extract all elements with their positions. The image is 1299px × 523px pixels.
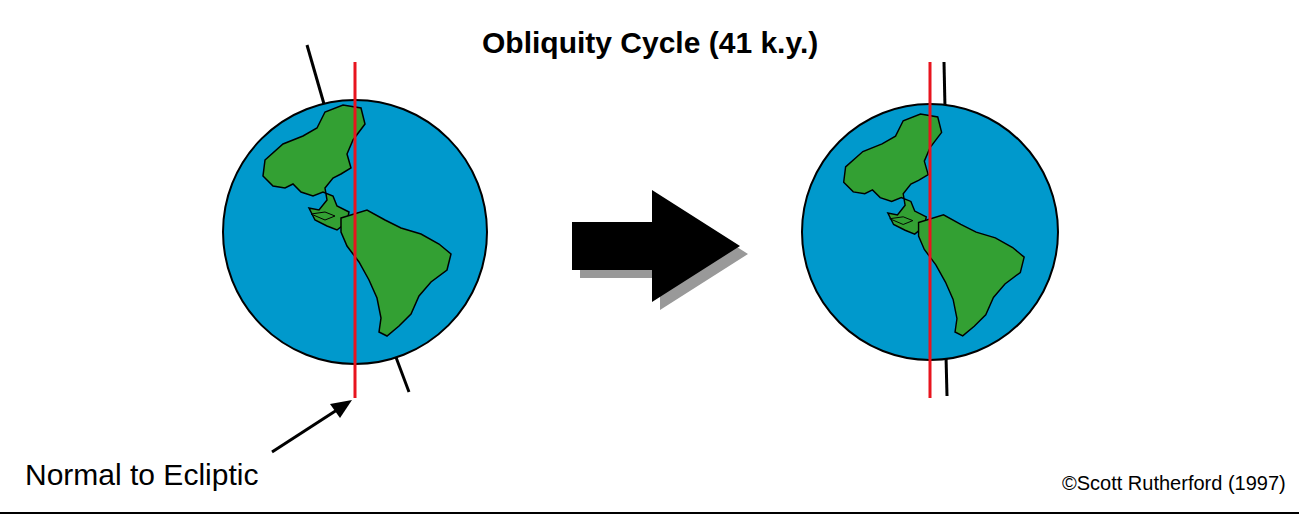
axis-label: Normal to Ecliptic xyxy=(25,458,258,492)
transition-arrow xyxy=(572,190,748,310)
ecliptic-normal xyxy=(929,62,932,398)
upright-earth xyxy=(802,62,1058,398)
copyright-note: ©Scott Rutherford (1997) xyxy=(1062,472,1286,495)
ecliptic-normal xyxy=(354,62,357,398)
tilted-earth xyxy=(223,45,487,398)
leader-arrow xyxy=(272,400,352,452)
bottom-rule xyxy=(0,512,1299,514)
diagram-title: Obliquity Cycle (41 k.y.) xyxy=(482,26,818,60)
